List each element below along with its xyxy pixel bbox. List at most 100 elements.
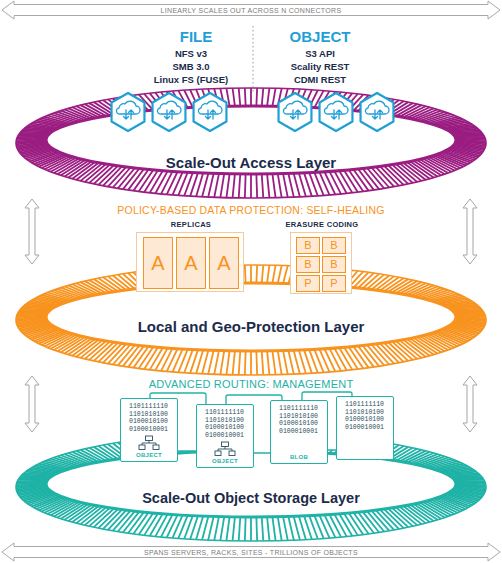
ring-stripe — [19, 310, 49, 312]
divider-line — [253, 26, 254, 92]
ring-stripe — [278, 265, 282, 283]
ring-stripe — [255, 351, 258, 375]
ring-stripe — [244, 88, 247, 106]
ring-stripe — [392, 165, 413, 183]
binary-data: 1101111110 1101010100 0100010100 0100010… — [276, 405, 321, 435]
ring-stripe — [294, 89, 300, 107]
ring-stripe — [319, 91, 329, 108]
ring-stripe — [155, 270, 167, 286]
ring-stripe — [363, 442, 379, 457]
ring-stripe — [376, 444, 394, 458]
ring-stripe — [239, 174, 241, 198]
ring-stripe — [319, 268, 329, 285]
ring-stripe — [324, 349, 335, 372]
block-letter: P — [323, 276, 345, 291]
ring-stripe — [278, 433, 282, 451]
ring-stripe — [339, 438, 352, 454]
ring-stripe — [208, 350, 213, 374]
ring-stripe — [17, 481, 47, 482]
ring-stripe — [288, 516, 293, 540]
protocol-name: S3 API — [305, 49, 335, 59]
ring-stripe — [202, 350, 208, 374]
ring-stripe — [329, 437, 340, 453]
ring-stripe — [294, 350, 300, 374]
ring-stripe — [16, 482, 46, 484]
protocol-group-title: FILE — [180, 29, 213, 44]
ring-stripe — [19, 133, 49, 135]
ring-stripe — [233, 88, 235, 106]
ring-stripe — [239, 433, 241, 451]
ring-stripe — [262, 517, 264, 541]
ring-stripe — [255, 265, 258, 283]
ring-stripe — [299, 173, 306, 196]
ring-stripe — [167, 269, 178, 286]
ring-stripe — [16, 316, 46, 318]
ring-stripe — [214, 434, 219, 452]
ring-stripe — [334, 348, 346, 370]
ring-stripe — [334, 514, 346, 536]
binary-data: 1101111110 1101010100 0100010100 0100010… — [202, 409, 247, 439]
ring-stripe — [161, 92, 172, 108]
ring-stripe — [354, 440, 369, 455]
layer-link-arrow — [463, 376, 477, 432]
ring-stripe — [155, 93, 167, 109]
ring-stripe — [139, 272, 153, 287]
ring-stripe — [288, 173, 293, 197]
ring-stripes — [16, 265, 486, 375]
ring-outline — [15, 87, 487, 199]
ring-stripe — [288, 89, 293, 107]
ring-outer-edge — [16, 265, 486, 375]
ring-stripe — [456, 316, 486, 318]
ring-stripe — [226, 88, 229, 106]
ring-stripe — [173, 349, 183, 372]
ring-stripe — [454, 479, 484, 481]
ring-stripe — [262, 433, 264, 451]
layer-band: Scale-Out Access Layer — [15, 87, 487, 199]
ring-stripe — [161, 348, 172, 370]
protocol-name: Linux FS (FUSE) — [154, 75, 228, 85]
ring-stripe — [371, 443, 389, 457]
ring-stripe — [456, 483, 486, 485]
object-card: 1101111110 1101010100 0100010100 0100010… — [336, 396, 394, 460]
ring-stripe — [309, 267, 318, 284]
ring-inner-edge — [46, 451, 456, 517]
object-card: 1101111110 1101010100 0100010100 0100010… — [196, 404, 254, 468]
ring-stripe — [454, 312, 484, 314]
ring-stripe — [233, 265, 235, 283]
ring-stripe — [456, 139, 486, 141]
ring-stripe — [288, 434, 293, 452]
ring-stripe — [202, 434, 208, 452]
block-letter: A — [210, 238, 238, 288]
block-letter: B — [323, 238, 345, 253]
ring-stripe — [319, 515, 329, 538]
ring-stripe — [220, 88, 224, 106]
ring-stripe — [388, 342, 408, 361]
ring-stripe — [392, 508, 413, 526]
ring-stripe — [233, 174, 235, 198]
ring-outer-edge — [16, 88, 486, 198]
layer-title: Local and Geo-Protection Layer — [15, 317, 487, 337]
ring-stripe — [214, 517, 219, 541]
ring-stripe — [167, 172, 178, 195]
ring-stripe — [288, 350, 293, 374]
binary-data: 1101111110 1101010100 0100010100 0100010… — [126, 403, 171, 433]
ring-stripe — [255, 517, 258, 541]
ring-stripe — [18, 312, 48, 314]
ring-stripe — [128, 273, 144, 288]
ring-stripe — [16, 139, 46, 141]
ring-outer-edge — [16, 433, 486, 541]
object-type: BLOB — [271, 453, 327, 461]
ring-stripe — [123, 442, 139, 457]
storage-block: P — [296, 275, 320, 292]
ring-stripe — [388, 509, 408, 528]
ring-stripe — [18, 135, 48, 137]
ring-stripe — [299, 267, 306, 284]
ring-stripe — [214, 174, 219, 198]
ring-stripe — [144, 271, 158, 287]
ring-stripe — [239, 265, 241, 283]
protocol-name: Scality REST — [291, 62, 350, 72]
ring-stripe — [334, 171, 346, 193]
ring-stripe — [208, 89, 213, 107]
block-letter: A — [177, 238, 205, 288]
